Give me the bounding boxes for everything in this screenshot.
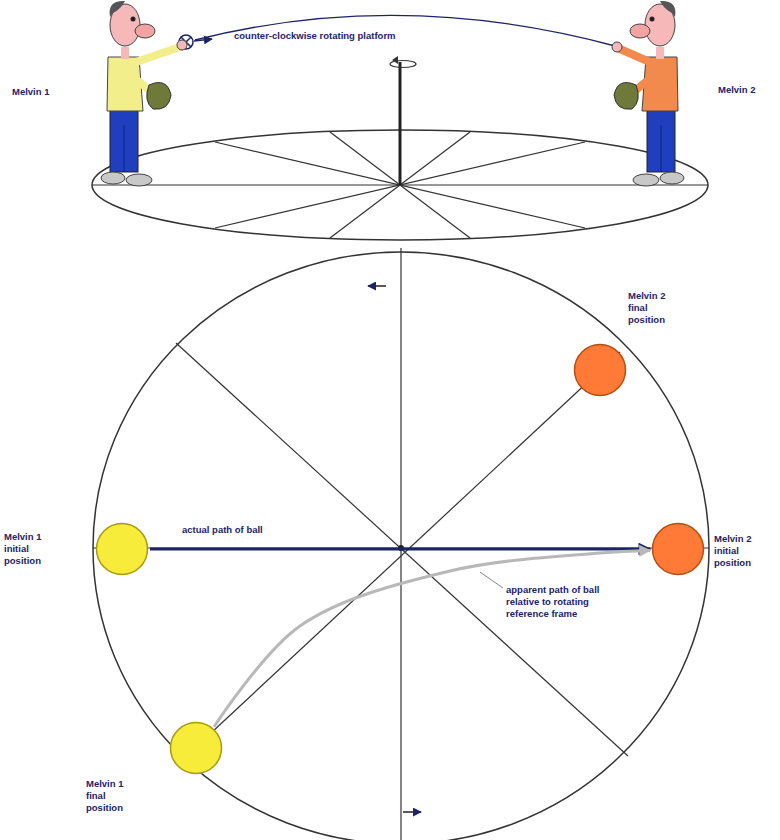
rotating-platform [390,61,416,68]
position-marker: Melvin 2 initial position [651,522,705,576]
platform-label: counter-clockwise rotating platform [234,30,454,42]
melvin-figure [620,49,652,63]
person-name: Melvin 2 [718,84,776,96]
leader-line [480,572,503,588]
rotating-platform [399,62,402,185]
melvin-figure [656,47,664,59]
melvin-figure [177,40,187,50]
position-circle [95,522,149,576]
melvin-figure [147,83,171,110]
position-label: Melvin 1 final position [86,778,142,814]
top-view-disc [93,248,709,840]
position-label: Melvin 2 final position [628,290,680,326]
melvin-figure [660,172,684,184]
melvin-figure [630,24,650,38]
melvin-figure [647,110,675,172]
position-circle [575,345,626,396]
melvin-figure [612,1,684,186]
top-view-disc [400,248,401,840]
throw-path [195,15,615,46]
melvin-figure [650,17,655,22]
melvin-figure [101,172,125,184]
actual-path [150,547,650,550]
person-name: Melvin 1 [12,86,72,98]
position-label: Melvin 1 initial position [4,531,52,567]
position-circle [651,522,705,576]
melvin-figure [121,47,129,59]
melvin-figure [612,42,622,52]
melvin-figure [661,125,662,172]
position-marker: Melvin 1 initial position [95,522,149,576]
path-label: actual path of ball [180,524,304,536]
position-marker: Melvin 1 final position [169,721,223,775]
position-circle [171,723,222,774]
position-circle [169,721,223,775]
position-marker: Melvin 2 final position [573,343,627,397]
melvin-figure [126,174,152,186]
rotating-platform [392,56,398,64]
position-circle [573,343,627,397]
position-circle [653,524,704,575]
throw-path [179,15,615,49]
melvin-figure [110,1,125,17]
position-circle [97,524,148,575]
melvin-figure [135,24,155,38]
melvin-figure [101,1,187,186]
melvin-figure [133,47,180,63]
melvin-figure [614,83,638,110]
rotating-platform [92,56,708,240]
apparent-path [214,550,650,726]
melvin-figure [124,125,125,172]
position-label: Melvin 2 initial position [714,533,774,569]
melvin-figure [660,1,675,17]
leader-line [480,572,503,588]
melvin-figure [633,174,659,186]
melvin-figure [131,17,136,22]
throw-path [194,39,212,41]
path-label: apparent path of ball relative to rotati… [504,584,632,620]
rotation-arrow [403,811,421,813]
rotation-arrow [368,285,386,287]
top-view-disc [93,547,709,548]
melvin-figure [110,110,138,172]
